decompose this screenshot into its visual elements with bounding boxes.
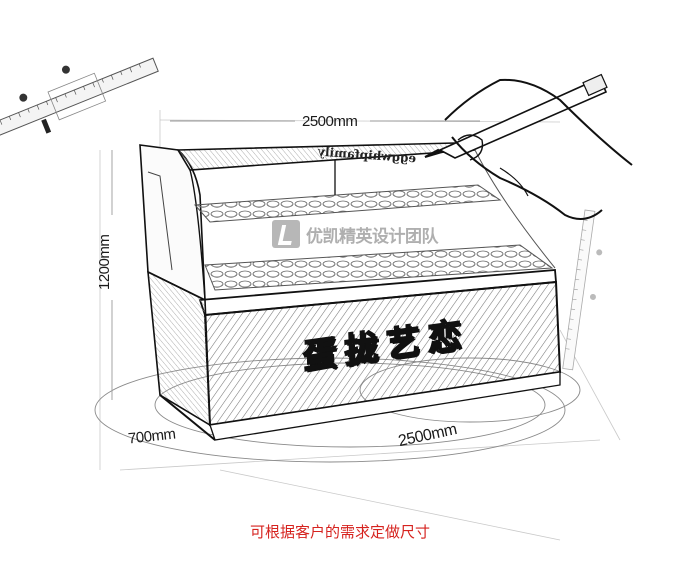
dimension-lines (111, 120, 480, 400)
top-width-label: 2500mm (302, 113, 358, 130)
watermark-text: 优凯精英设计团队 (306, 226, 439, 247)
caliper-ruler (0, 57, 159, 138)
custom-size-caption: 可根据客户的需求定做尺寸 (249, 523, 430, 541)
cabinet (139, 142, 562, 441)
hand-with-pencil (424, 73, 633, 220)
height-label: 1200mm (96, 234, 113, 290)
watermark: 优凯精英设计团队 (272, 220, 439, 248)
watermark-logo-icon (272, 220, 300, 248)
vertical-ruler (562, 209, 603, 371)
